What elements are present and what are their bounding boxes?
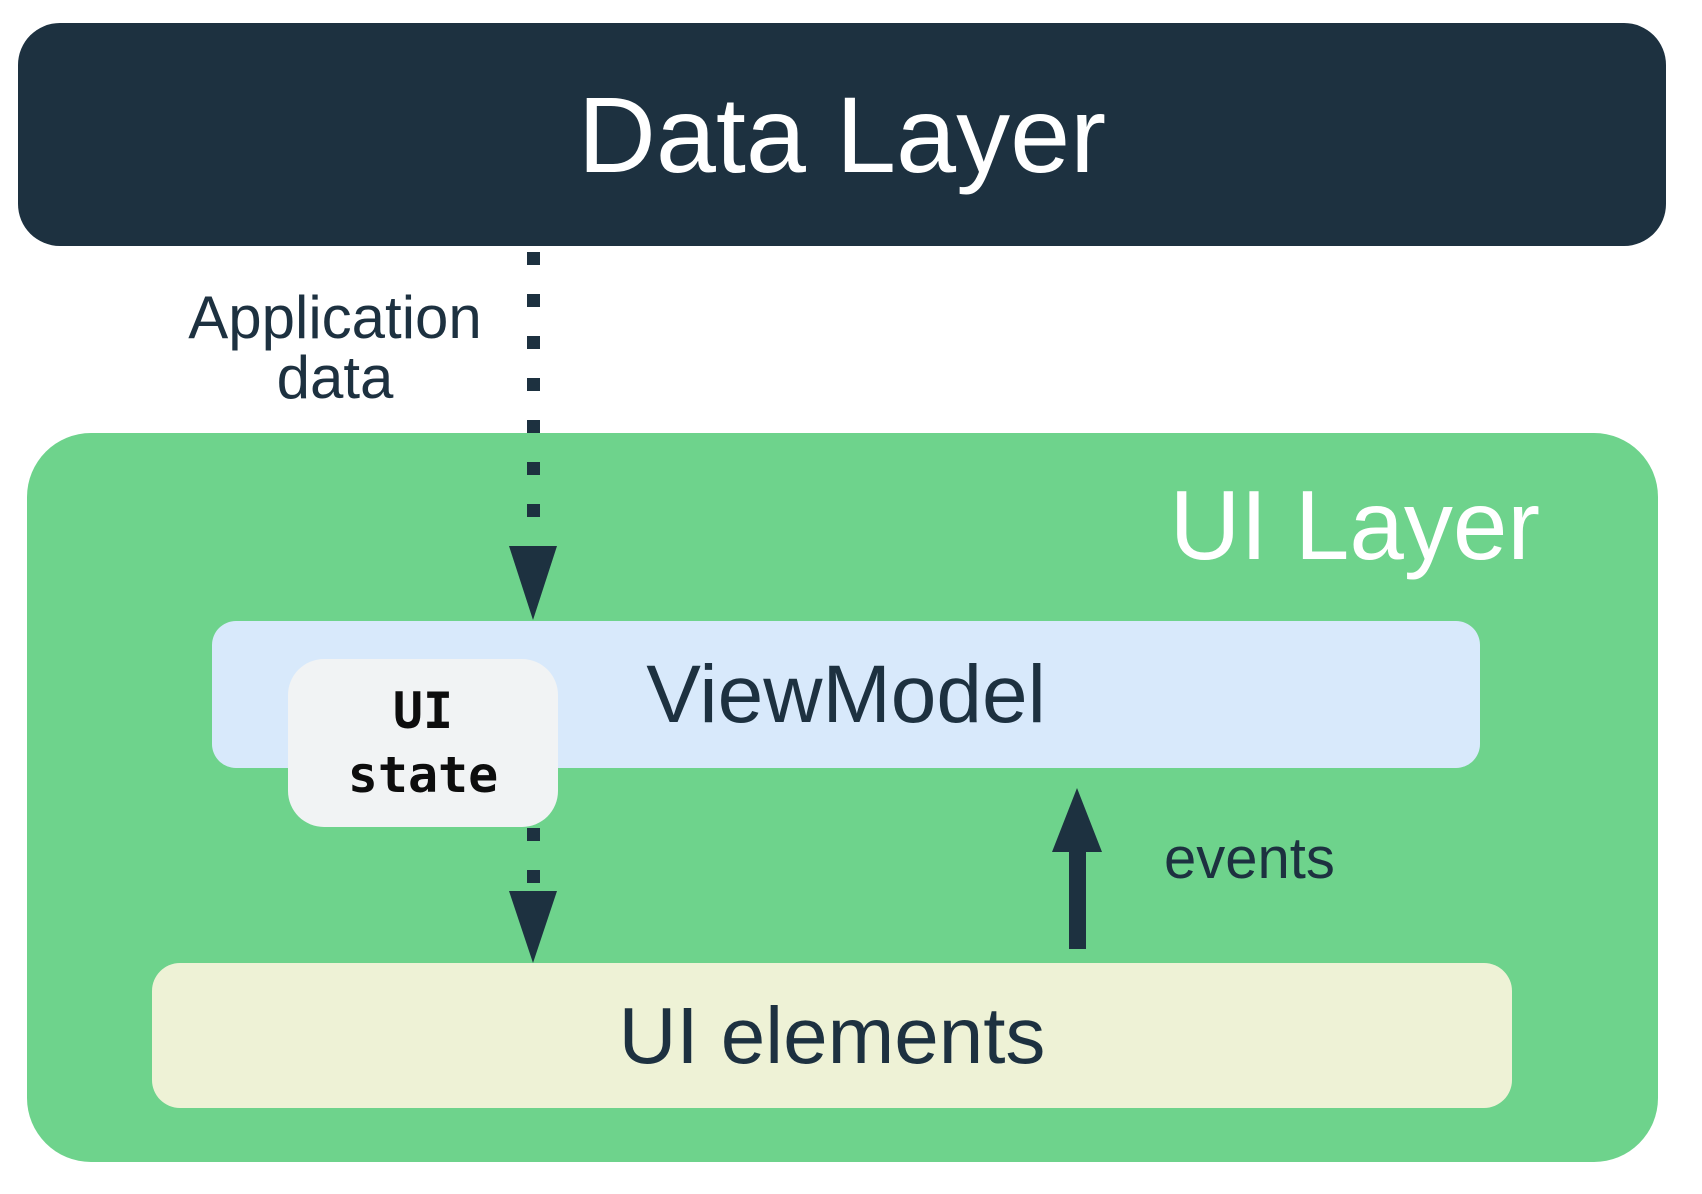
events-solid-up-arrow-shaft-icon	[1069, 851, 1086, 949]
ui-elements-label: UI elements	[618, 990, 1046, 1080]
ui-layer-title: UI Layer	[1169, 470, 1540, 580]
viewmodel-label: ViewModel	[646, 648, 1046, 740]
application-data-label: Application data	[188, 284, 482, 411]
ui-state-arrowhead-down-icon	[509, 891, 557, 963]
events-solid-up-arrowhead-icon	[1052, 788, 1102, 852]
events-label: events	[1164, 826, 1335, 891]
ui-elements-bar: UI elements	[152, 963, 1512, 1108]
application-data-dashed-down-arrow-icon	[527, 252, 540, 522]
ui-state-label: UI state	[347, 682, 499, 804]
ui-state-badge: UI state	[288, 659, 558, 827]
ui-state-dashed-down-arrow-icon	[527, 828, 540, 884]
ui-layer-box: UI Layer ViewModel UI state UI elements …	[27, 433, 1658, 1162]
data-layer-title: Data Layer	[577, 73, 1107, 195]
data-layer-box: Data Layer	[18, 23, 1666, 246]
